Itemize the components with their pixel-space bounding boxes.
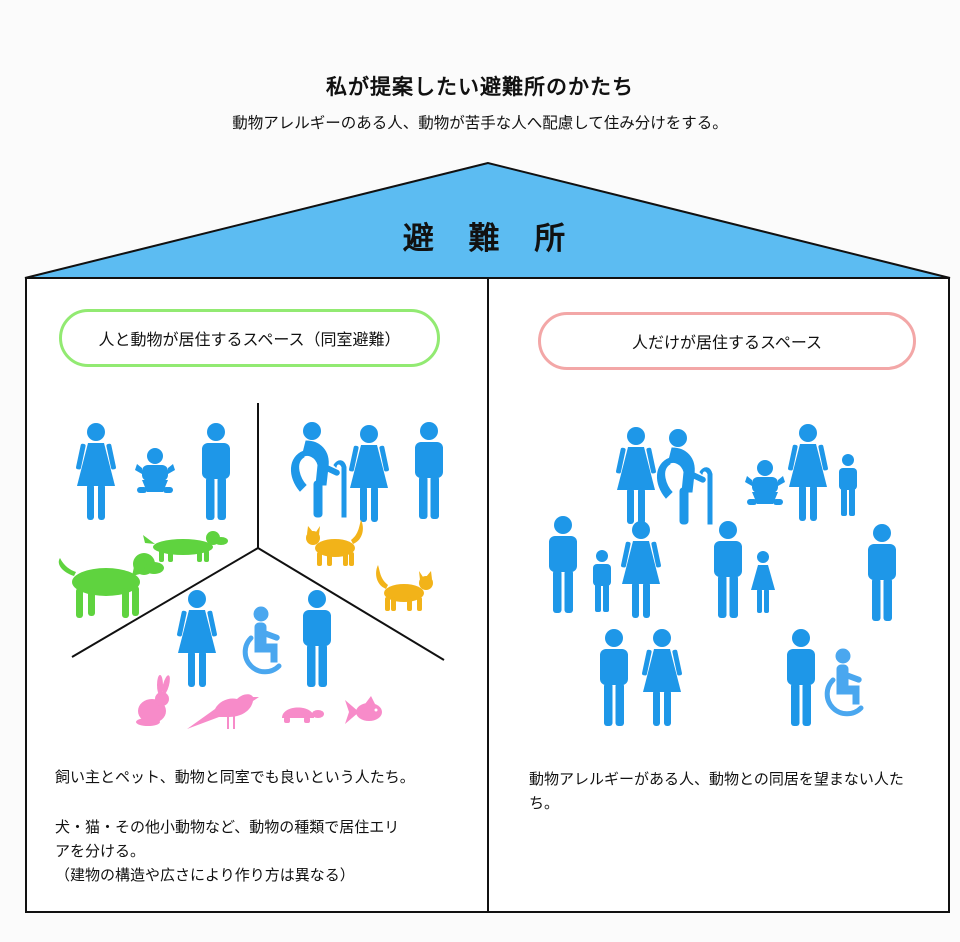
girl-icon: [751, 551, 775, 613]
man-icon: [600, 629, 628, 726]
baby-icon: [745, 460, 785, 505]
turtle-icon: [282, 707, 324, 723]
shared-space-label: 人と動物が居住するスペース（同室避難）: [59, 309, 440, 367]
elderly-person-icon: [290, 422, 347, 518]
woman-icon: [620, 521, 662, 618]
man-icon: [303, 590, 331, 687]
woman-icon: [75, 423, 117, 520]
man-icon: [415, 422, 443, 519]
woman-icon: [615, 427, 657, 524]
description-line: （建物の構造や広さにより作り方は異なる）: [55, 866, 355, 884]
dachshund-icon: [143, 531, 228, 562]
house-divider: [487, 277, 489, 913]
area-divider-lines: [71, 403, 445, 661]
people-only-space-label: 人だけが居住するスペース: [538, 312, 916, 370]
man-icon: [202, 423, 230, 520]
elderly-person-icon: [656, 429, 713, 525]
description-line: アを分ける。: [55, 842, 146, 860]
woman-icon: [348, 425, 390, 522]
rabbit-icon: [136, 674, 172, 726]
description-line: 飼い主とペット、動物と同室でも良いという人たち。: [55, 768, 415, 786]
wheelchair-user-icon: [827, 649, 862, 714]
people-only-space-description: 動物アレルギーがある人、動物との同居を望まない人たち。: [529, 770, 904, 812]
man-icon: [868, 524, 896, 621]
man-icon: [714, 521, 742, 618]
woman-icon: [176, 590, 218, 687]
goldfish-icon: [345, 696, 382, 724]
cat-icon: [376, 565, 433, 611]
woman-icon: [641, 629, 683, 726]
woman-icon: [787, 424, 829, 521]
page-title: 私が提案したい避難所のかたち: [326, 75, 634, 99]
cat-icon: [306, 520, 363, 566]
description-line: 犬・猫・その他小動物など、動物の種類で居住エリ: [55, 818, 400, 836]
dog-icon: [58, 553, 164, 618]
shared-space-description: 飼い主とペット、動物と同室でも良いという人たち。 犬・猫・その他小動物など、動物…: [55, 765, 475, 887]
baby-icon: [135, 448, 175, 493]
man-icon: [549, 516, 577, 613]
page-subtitle: 動物アレルギーのある人、動物が苦手な人へ配慮して住み分けをする。: [232, 114, 728, 132]
child-icon: [593, 550, 611, 612]
wheelchair-user-icon: [245, 607, 280, 672]
shelter-label: 避 難 所: [402, 221, 578, 257]
bird-icon: [187, 694, 259, 729]
man-icon: [787, 629, 815, 726]
child-icon: [839, 454, 857, 516]
